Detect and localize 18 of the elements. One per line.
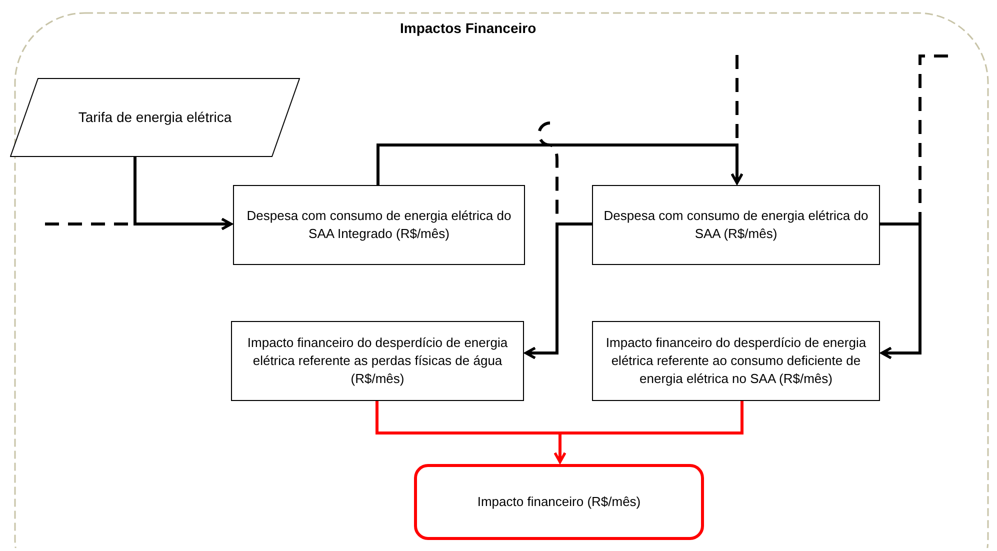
node-label: Impacto financeiro (R$/mês) [477,493,641,511]
process-box [231,321,524,401]
node-label: Impacto financeiro do desperdício de energia elétrica referente as perdas físicas de água (R$/mês) [246,334,509,388]
process-box [592,321,880,401]
result-box [414,464,704,540]
node-label: Despesa com consumo de energia elétrica do SAA (R$/mês) [602,207,870,243]
dashed-arrow [730,55,744,184]
arrow [554,401,744,464]
dashed-arrow [524,122,558,360]
input-parallelogram [10,78,300,157]
node-label: Tarifa de energia elétrica [78,108,232,127]
process-box [592,185,880,265]
process-box [233,185,525,265]
dashed-arrow [45,218,232,230]
node-label: Impacto financeiro do desperdício de energia elétrica referente ao consumo deficiente de energia elétrica no SAA (R$/mês) [604,334,868,388]
node-label: Despesa com consumo de energia elétrica do SAA Integrado (R$/mês) [246,207,512,243]
dashed-arrow [880,54,948,360]
group-title: Impactos Financeiro [400,19,536,38]
